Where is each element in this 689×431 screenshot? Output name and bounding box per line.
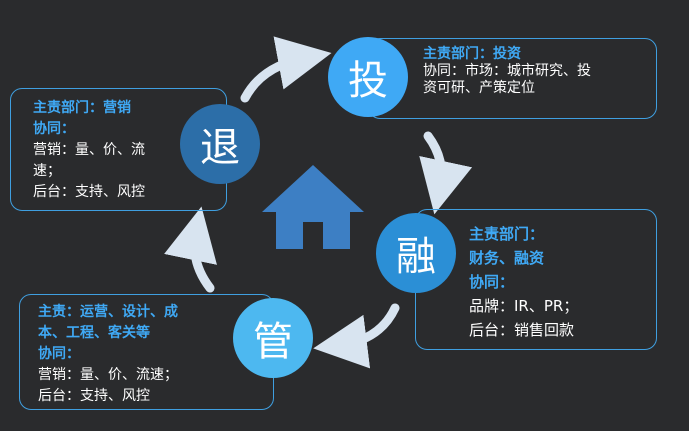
node-guan: 管: [233, 298, 313, 378]
tui-line-1: 主责部门：营销: [33, 100, 131, 116]
rong-line-1: 主责部门：: [469, 225, 545, 243]
arrow-tou-to-rong: [419, 131, 473, 215]
node-rong-label: 融: [396, 234, 436, 280]
tou-line-3: 资可研、产策定位: [423, 80, 535, 96]
node-tou: 投: [328, 37, 408, 117]
guan-line-3: 协同：: [38, 346, 80, 362]
box-tou: 主责部门：投资 协同：市场：城市研究、投 资可研、产策定位: [368, 38, 657, 119]
guan-line-4: 营销：量、价、流速；: [38, 367, 178, 383]
arrow-guan-to-tui: [164, 206, 217, 293]
node-guan-label: 管: [253, 319, 293, 365]
tou-line-1: 主责部门：投资: [423, 46, 521, 62]
guan-line-2: 本、工程、客关等: [38, 325, 150, 341]
node-tou-label: 投: [348, 58, 388, 104]
box-tui: 主责部门：营销 协同： 营销：量、价、流 速； 后台：支持、风控: [10, 88, 227, 211]
rong-line-5: 后台：销售回款: [469, 321, 575, 339]
guan-line-1: 主责：运营、设计、成: [38, 304, 178, 320]
rong-line-4: 品牌：IR、PR；: [469, 297, 579, 315]
guan-line-5: 后台：支持、风控: [38, 388, 150, 404]
node-rong: 融: [376, 213, 456, 293]
node-tui-label: 退: [200, 125, 240, 171]
home-icon: [262, 165, 364, 249]
tui-line-2: 协同：: [33, 121, 75, 137]
tou-line-2: 协同：市场：城市研究、投: [423, 63, 591, 79]
box-guan: 主责：运营、设计、成 本、工程、客关等 协同： 营销：量、价、流速； 后台：支持…: [19, 294, 274, 410]
arrow-tui-to-tou: [240, 36, 332, 103]
node-tui: 退: [180, 104, 260, 184]
arrow-rong-to-guan: [313, 303, 400, 369]
tui-line-5: 后台：支持、风控: [33, 184, 145, 200]
box-rong: 主责部门： 财务、融资 协同： 品牌：IR、PR； 后台：销售回款: [415, 209, 657, 350]
tui-line-3: 营销：量、价、流: [33, 142, 145, 158]
rong-line-3: 协同：: [469, 273, 515, 291]
rong-line-2: 财务、融资: [469, 249, 545, 267]
tui-line-4: 速；: [33, 163, 61, 179]
